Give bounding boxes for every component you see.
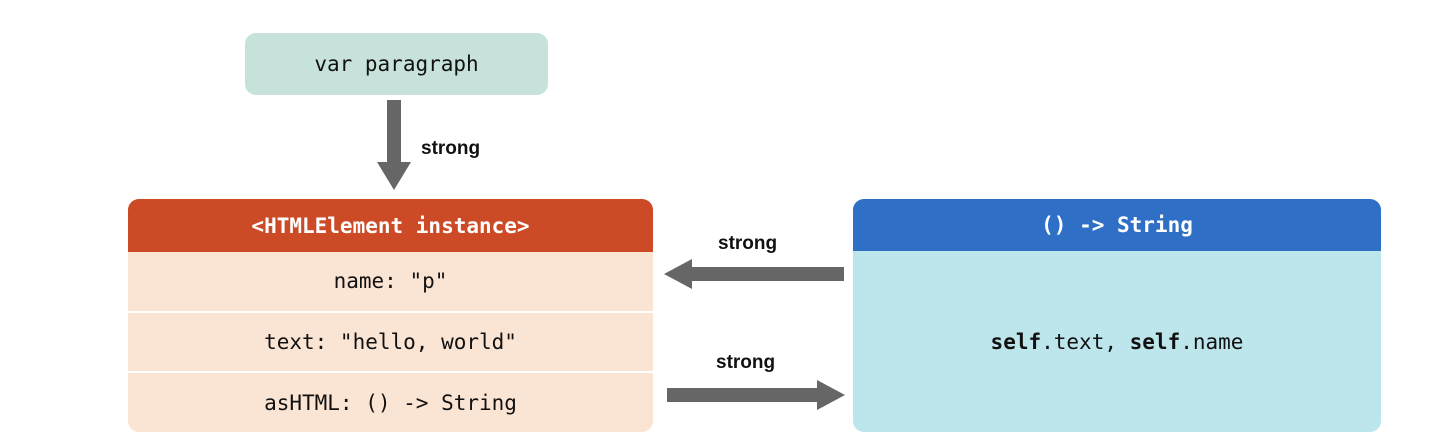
- var-paragraph-label: var paragraph: [314, 52, 479, 76]
- instance-row-ashtml: asHTML: () -> String: [128, 371, 653, 432]
- instance-row-text: text: "hello, world": [128, 310, 653, 372]
- closure-header: () -> String: [853, 199, 1381, 251]
- closure-header-label: () -> String: [1041, 213, 1193, 237]
- instance-row-name-label: name: "p": [333, 269, 448, 294]
- arrow-label-instance-to-closure: strong: [716, 352, 776, 373]
- instance-row-text-label: text: "hello, world": [264, 330, 517, 354]
- var-paragraph-box: var paragraph: [245, 33, 548, 95]
- instance-rows: name: "p" text: "hello, world" asHTML: (…: [128, 252, 653, 432]
- instance-row-ashtml-label: asHTML: () -> String: [264, 390, 517, 415]
- instance-header: <HTMLElement instance>: [128, 199, 653, 252]
- arrow-label-closure-to-instance: strong: [718, 233, 778, 254]
- closure-body-label: self.text, self.name: [990, 329, 1244, 354]
- closure-body: self.text, self.name: [853, 251, 1381, 432]
- htmlelement-instance-box: <HTMLElement instance> name: "p" text: "…: [128, 199, 653, 432]
- instance-row-name: name: "p": [128, 252, 653, 311]
- arrow-label-var-to-instance: strong: [421, 138, 481, 159]
- arrow-var-to-instance: [377, 100, 411, 190]
- arrow-instance-to-closure: [667, 380, 845, 410]
- closure-box: () -> String self.text, self.name: [853, 199, 1381, 432]
- arrow-closure-to-instance: [664, 259, 844, 289]
- instance-header-label: <HTMLElement instance>: [251, 213, 530, 238]
